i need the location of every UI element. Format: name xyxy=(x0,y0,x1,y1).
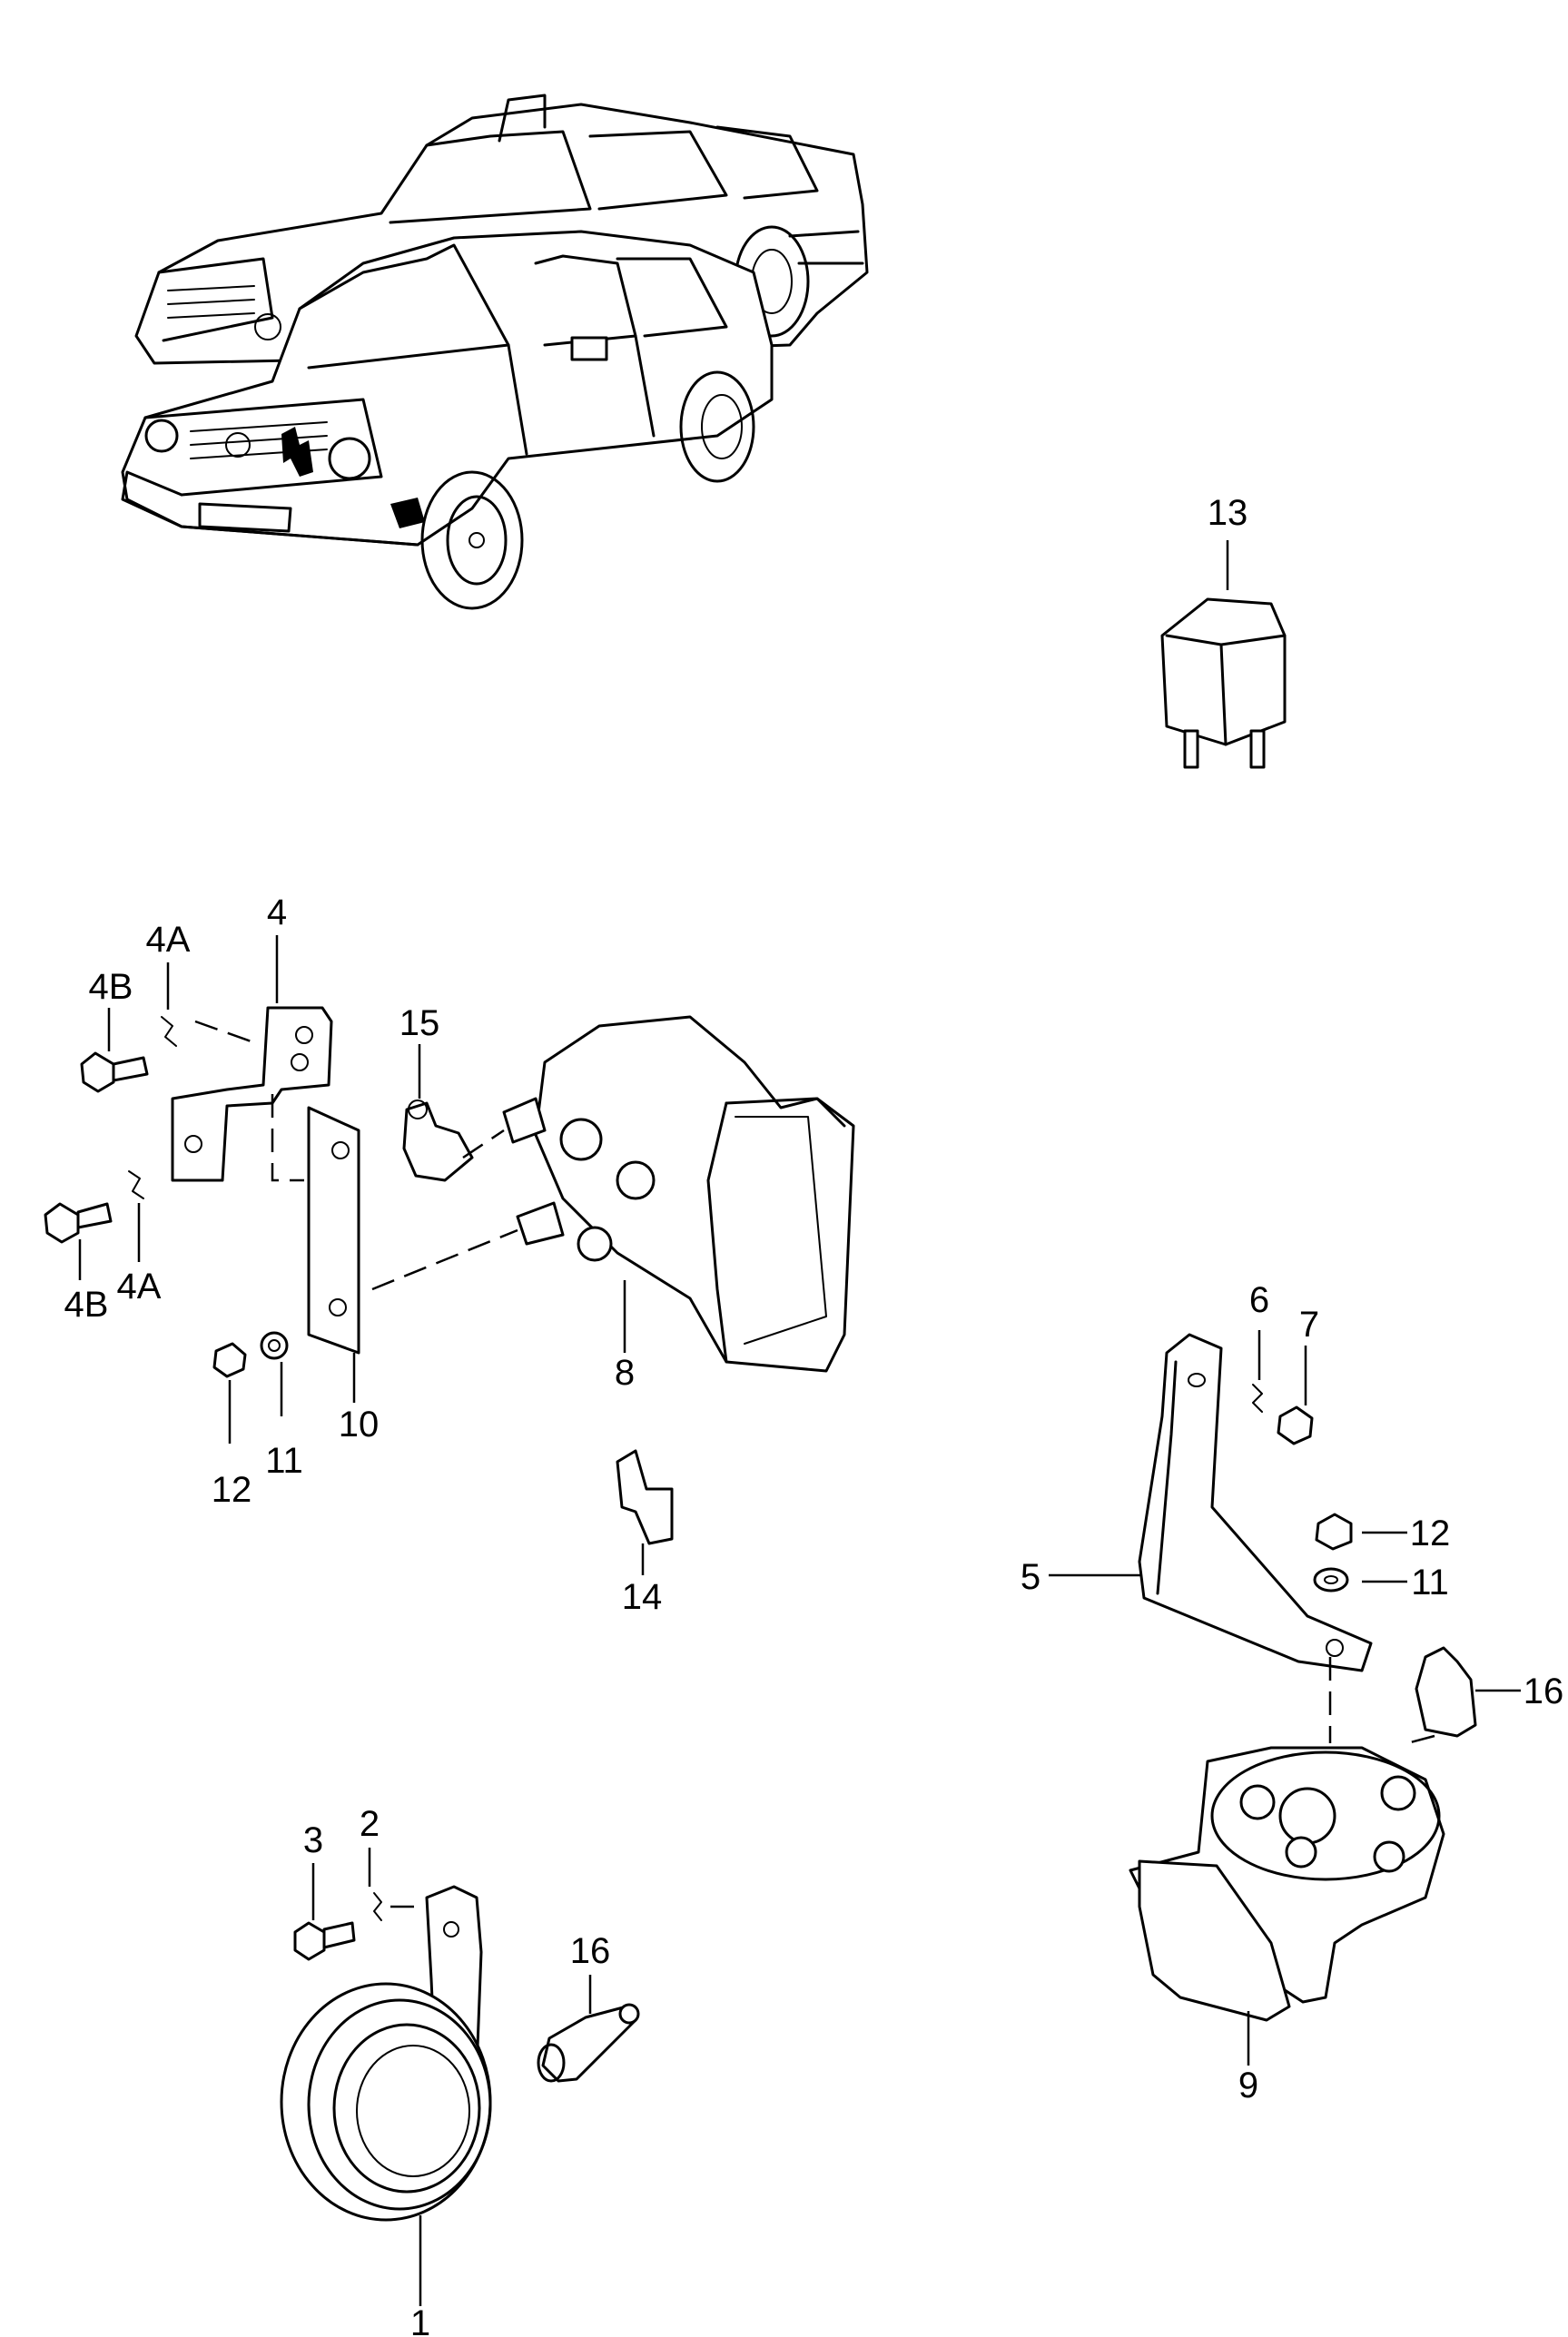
callout-11-left: 11 xyxy=(265,1441,303,1481)
callout-9: 9 xyxy=(1238,2066,1258,2105)
hatchback-car xyxy=(121,230,774,610)
callout-10: 10 xyxy=(339,1405,380,1445)
callout-16-right: 16 xyxy=(1524,1671,1564,1711)
callout-5: 5 xyxy=(1021,1557,1040,1597)
callout-14: 14 xyxy=(622,1577,663,1617)
callout-15: 15 xyxy=(399,1003,440,1043)
callout-12-left: 12 xyxy=(212,1470,252,1510)
callout-12-right: 12 xyxy=(1410,1514,1451,1553)
horn-assembly-left xyxy=(44,935,855,1575)
callout-3: 3 xyxy=(303,1820,323,1860)
vehicle-illustration xyxy=(121,94,869,610)
callout-11-right: 11 xyxy=(1411,1563,1449,1602)
callout-2: 2 xyxy=(360,1804,380,1844)
callout-7: 7 xyxy=(1299,1305,1319,1345)
horn-assembly-bottom xyxy=(280,1848,640,2306)
callout-16-bottom: 16 xyxy=(570,1931,611,1971)
callout-6: 6 xyxy=(1249,1280,1269,1320)
callout-4a-top: 4A xyxy=(146,920,191,960)
callout-1: 1 xyxy=(410,2303,430,2337)
callout-4a-bottom: 4A xyxy=(117,1267,162,1307)
callout-4b-bottom: 4B xyxy=(64,1285,109,1325)
callout-4b-top: 4B xyxy=(89,967,133,1007)
relay xyxy=(1160,540,1287,769)
callout-13: 13 xyxy=(1208,493,1248,533)
callout-labels: 13 4 4A 4B 15 4A 4B 8 10 11 12 14 6 7 12… xyxy=(64,493,1564,2337)
callout-4: 4 xyxy=(267,892,287,932)
callout-8: 8 xyxy=(615,1353,635,1393)
horn-assembly-right xyxy=(1049,1330,1521,2066)
